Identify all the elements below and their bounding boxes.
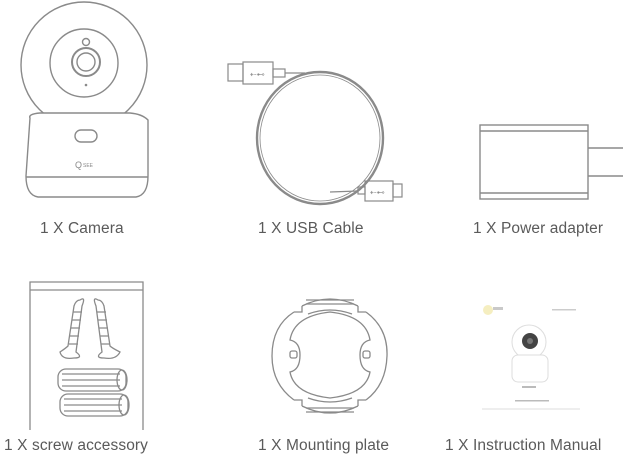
camera-label: 1 X Camera: [40, 220, 124, 237]
usb-cable-icon: ⇠⊷ ⇠⊷: [227, 61, 403, 206]
screw-accessory-icon: [29, 281, 144, 430]
camera-icon: Q SEE: [20, 1, 149, 198]
screw-accessory-label: 1 X screw accessory: [4, 437, 149, 454]
mounting-plate-icon: [271, 298, 388, 414]
usb-cable-label: 1 X USB Cable: [258, 220, 364, 237]
power-adapter-icon: [479, 124, 623, 200]
power-adapter-label: 1 X Power adapter: [473, 220, 604, 237]
instruction-manual-icon: [480, 295, 580, 410]
svg-text:Q: Q: [75, 160, 82, 170]
svg-text:⇠⊷: ⇠⊷: [250, 70, 265, 79]
svg-text:⇠⊷: ⇠⊷: [370, 188, 385, 197]
svg-text:SEE: SEE: [83, 163, 94, 169]
instruction-manual-label: 1 X Instruction Manual: [445, 437, 602, 454]
mounting-plate-label: 1 X Mounting plate: [258, 437, 390, 454]
